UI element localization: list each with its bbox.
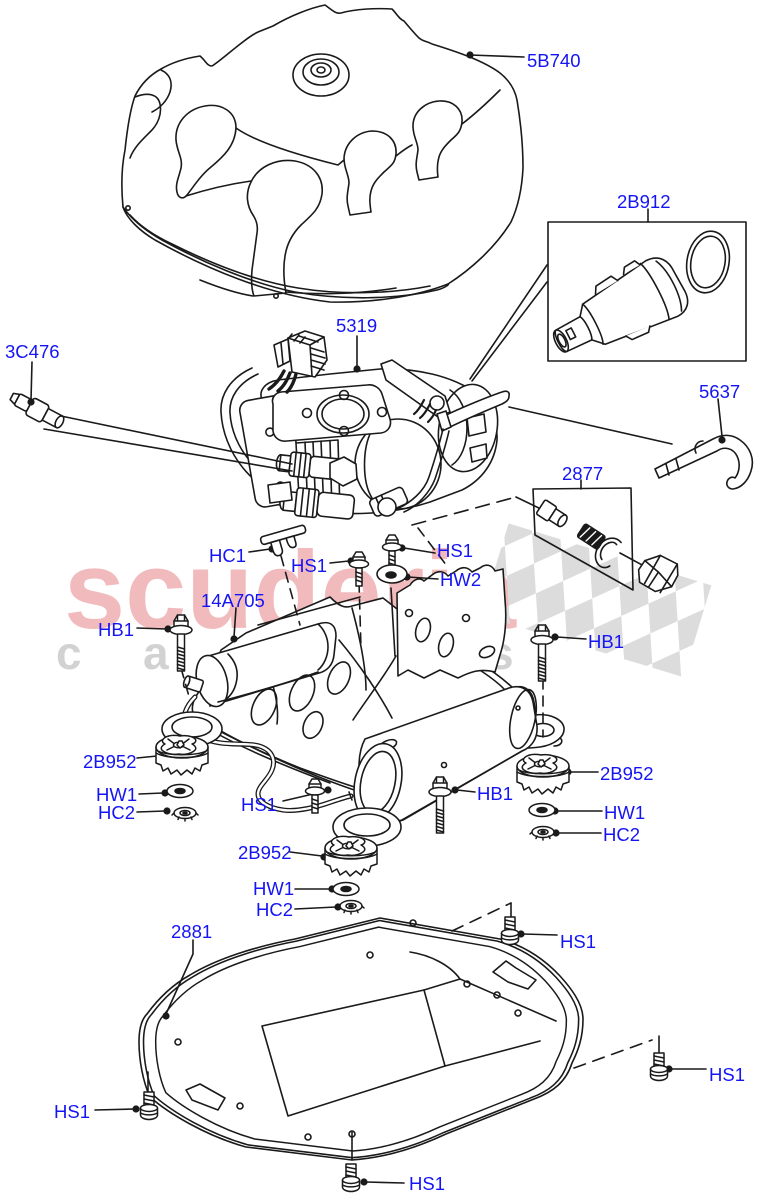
svg-text:HB1: HB1 (588, 631, 624, 652)
svg-text:HW1: HW1 (96, 784, 137, 805)
svg-text:2B912: 2B912 (617, 191, 671, 212)
svg-text:HC2: HC2 (98, 802, 135, 823)
svg-text:3C476: 3C476 (5, 341, 60, 362)
svg-text:HS1: HS1 (409, 1173, 445, 1194)
svg-text:5319: 5319 (336, 315, 377, 336)
svg-text:HB1: HB1 (98, 619, 134, 640)
svg-text:2881: 2881 (171, 921, 212, 942)
svg-text:5B740: 5B740 (527, 50, 581, 71)
svg-text:14A705: 14A705 (201, 590, 265, 611)
svg-text:2B952: 2B952 (600, 763, 654, 784)
svg-text:HS1: HS1 (560, 931, 596, 952)
svg-text:HS1: HS1 (241, 794, 277, 815)
svg-text:HW1: HW1 (253, 878, 294, 899)
svg-text:2877: 2877 (562, 463, 603, 484)
svg-text:HS1: HS1 (291, 555, 327, 576)
svg-text:HS1: HS1 (709, 1064, 745, 1085)
svg-text:HW2: HW2 (440, 569, 481, 590)
svg-text:a: a (143, 627, 169, 679)
svg-text:HC2: HC2 (256, 899, 293, 920)
svg-text:HB1: HB1 (477, 783, 513, 804)
svg-text:2B952: 2B952 (83, 751, 137, 772)
svg-text:2B952: 2B952 (238, 842, 292, 863)
svg-text:5637: 5637 (699, 381, 740, 402)
svg-text:HC2: HC2 (603, 824, 640, 845)
svg-text:HW1: HW1 (604, 802, 645, 823)
svg-text:c: c (56, 627, 82, 679)
svg-text:HS1: HS1 (437, 540, 473, 561)
svg-text:HS1: HS1 (54, 1101, 90, 1122)
svg-text:HC1: HC1 (209, 545, 246, 566)
